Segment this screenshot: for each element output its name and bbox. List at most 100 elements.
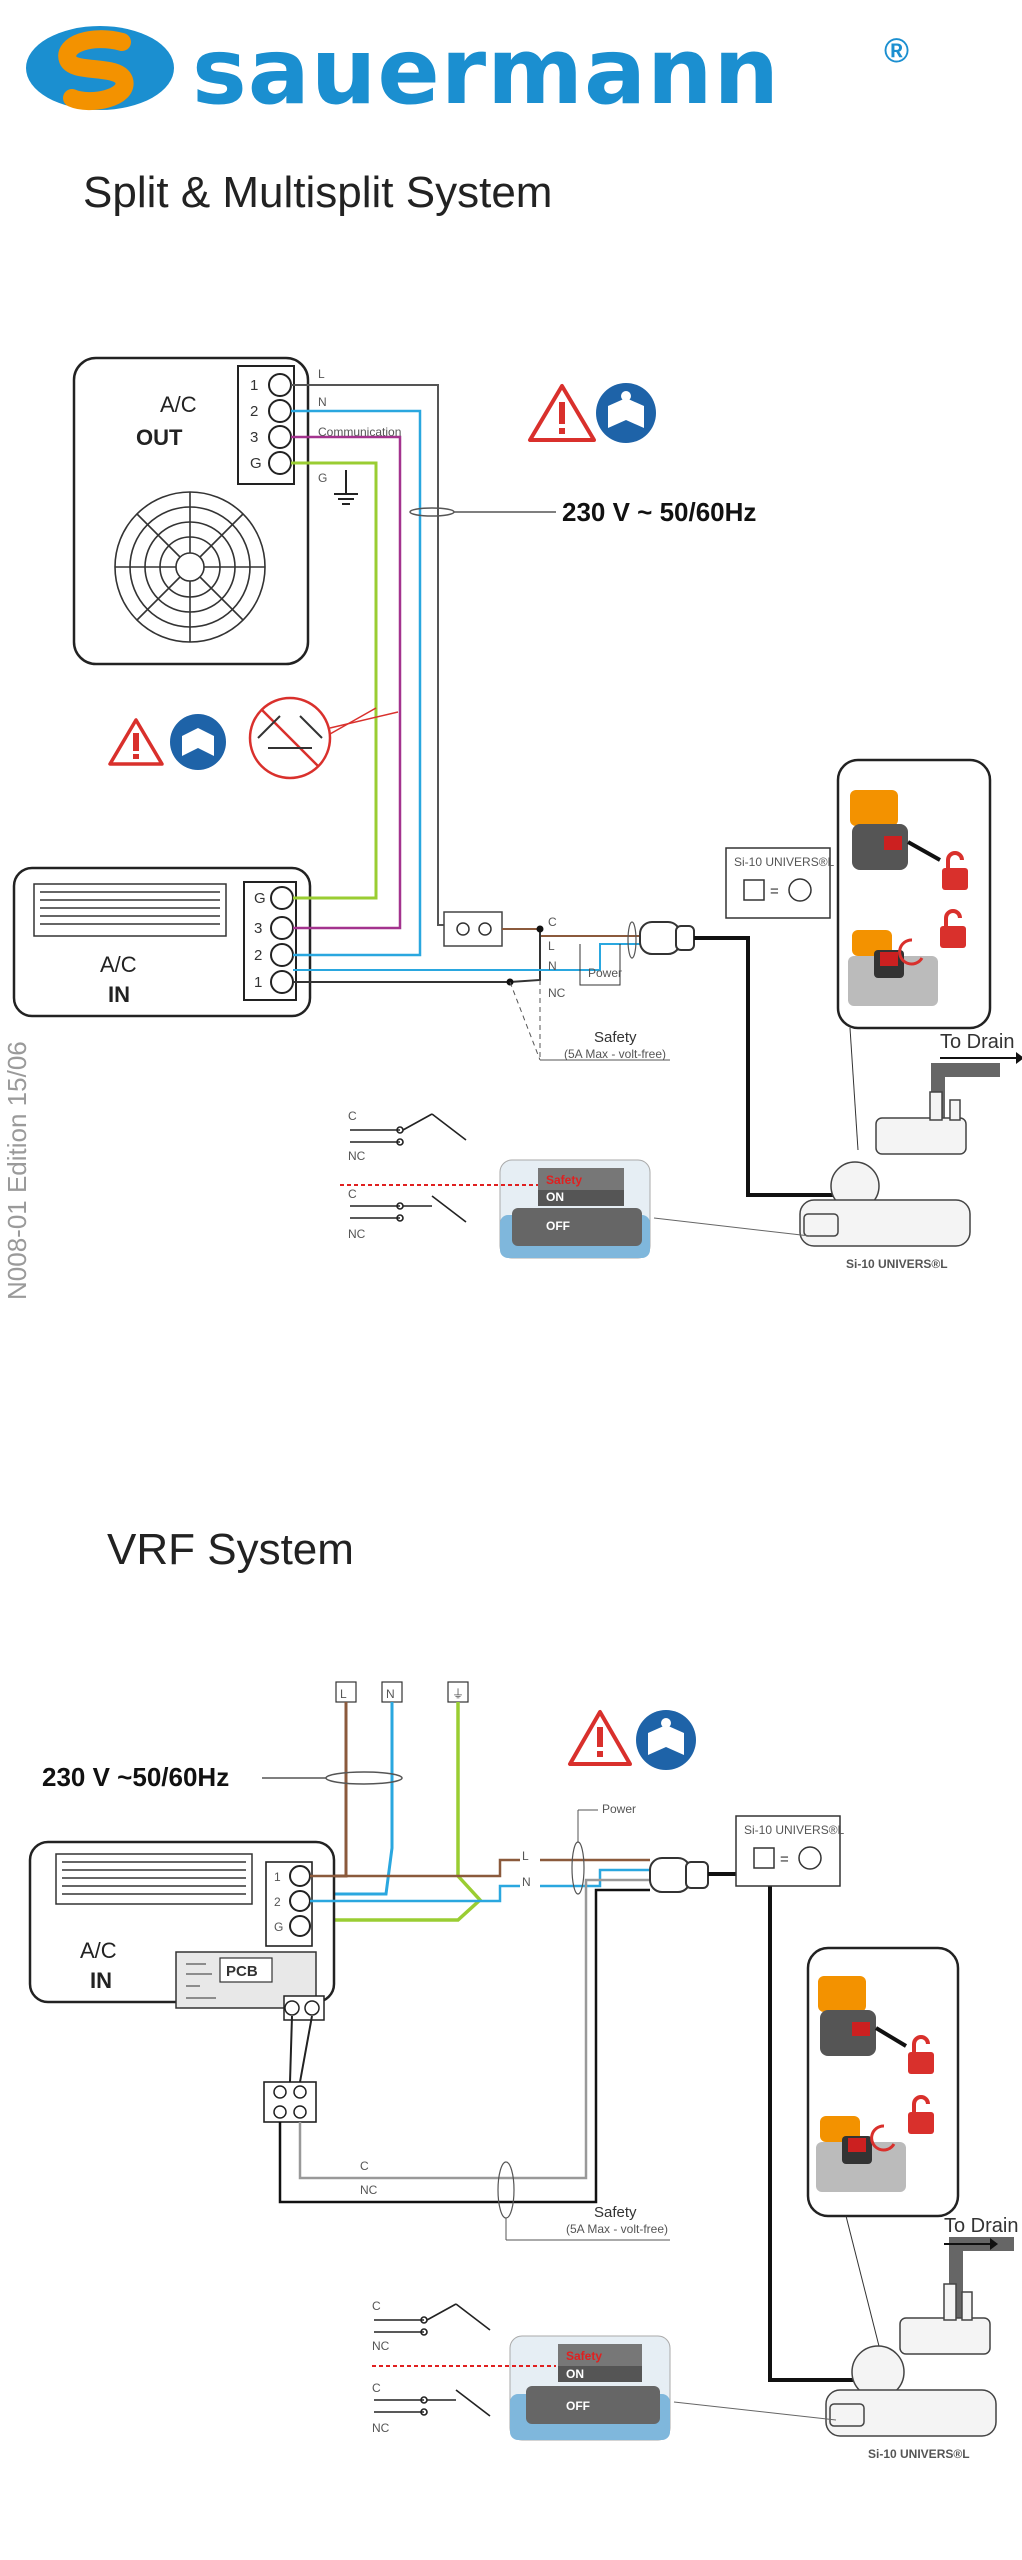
vrf-ac-in-label: A/C: [80, 1938, 117, 1963]
vrf-float-switch-reservoir: [509, 2335, 671, 2441]
warning-icon-2: [108, 718, 164, 766]
vrf-sw-c1: C: [372, 2299, 381, 2313]
vrf-terminal-g: G: [274, 1920, 283, 1934]
split-safety-label: Safety: [594, 1029, 637, 1046]
vrf-wire-l-label: L: [522, 1849, 529, 1863]
split-voltage: 230 V ~ 50/60Hz: [562, 497, 756, 527]
split-sw-c1: C: [348, 1109, 357, 1123]
split-sw-c2: C: [348, 1187, 357, 1201]
vrf-section-title: VRF System: [107, 1525, 354, 1574]
out-terminal-2: 2: [250, 403, 258, 420]
registered-mark: ®: [884, 32, 910, 70]
vrf-manual-icon: [636, 1710, 696, 1770]
vrf-switch-off: OFF: [566, 2399, 590, 2413]
pump-plug-photo-2: [848, 930, 938, 1006]
split-model-box-label: Si-10 UNIVERS®L: [734, 855, 835, 869]
relay-power-label: Power: [588, 966, 622, 980]
vrf-rotate-icon: [870, 2124, 896, 2152]
vrf-lock-icon-2: [908, 2095, 934, 2134]
vrf-wiring-diagram: L N ⏚ 230 V ~50/60Hz A/C IN 1 2 G: [28, 1681, 1018, 2461]
vrf-pump-plug-photo-2: [816, 2116, 906, 2192]
wire-l-out: [291, 384, 470, 926]
vrf-nc-label: NC: [360, 2183, 378, 2197]
vrf-switch-safety: Safety: [566, 2349, 602, 2363]
relay-c-label: C: [548, 915, 557, 929]
lock-icon-1: [942, 851, 968, 890]
vrf-model-box-label: Si-10 UNIVERS®L: [744, 1823, 845, 1837]
ac-in-label: A/C: [100, 952, 137, 977]
manual-icon: [596, 383, 656, 443]
relay-nc-label: NC: [548, 986, 566, 1000]
vrf-safety-note: (5A Max - volt-free): [566, 2222, 668, 2236]
out-terminal-1: 1: [250, 377, 258, 394]
manual-icon-2: [170, 714, 226, 770]
vrf-sw-nc1: NC: [372, 2339, 390, 2353]
relay-n-label: N: [548, 959, 557, 973]
vrf-pump-body: [825, 2283, 997, 2437]
vrf-wire-n-label: N: [522, 1875, 531, 1889]
brand-name: sauermann: [192, 18, 781, 125]
ac-in-sub: IN: [108, 982, 130, 1007]
wire-comm-out: [291, 435, 402, 906]
ac-out-sub: OUT: [136, 425, 183, 450]
vrf-safety-label: Safety: [594, 2204, 637, 2221]
split-wiring-diagram: A/C OUT 1 2 3 G L N Communication G 230 …: [12, 356, 1022, 1271]
ground-icon: [334, 470, 358, 505]
svg-text:=: =: [780, 1851, 789, 1868]
split-sw-nc2: NC: [348, 1227, 366, 1241]
split-switch-on: ON: [546, 1190, 564, 1204]
vrf-earth-icon: [798, 1846, 822, 1870]
warning-icon: [528, 384, 596, 442]
ac-out-label: A/C: [160, 392, 197, 417]
vrf-supply-l: L: [340, 1687, 347, 1701]
earth-icon: [788, 878, 812, 902]
vrf-ac-in-sub: IN: [90, 1968, 112, 1993]
vrf-supply-n: N: [386, 1687, 395, 1701]
switch-schematic-vrf: [374, 2303, 491, 2417]
fan-icon: [114, 491, 266, 643]
vrf-terminal-1: 1: [274, 1870, 281, 1884]
in-terminal-g: G: [254, 890, 266, 907]
relay-block: [263, 2081, 317, 2123]
wire-l-label: L: [318, 367, 325, 381]
split-section-title: Split & Multisplit System: [83, 168, 553, 217]
vrf-to-drain: To Drain: [944, 2215, 1018, 2237]
sauermann-logo-icon: [26, 26, 174, 111]
vrf-wire-n: [312, 1702, 394, 1896]
split-to-drain: To Drain: [940, 1031, 1014, 1053]
pcb-board: [175, 1951, 325, 2021]
wire-g-out: [291, 461, 378, 895]
cable-gland: [639, 921, 695, 955]
vrf-power-label: Power: [602, 1802, 636, 1816]
split-switch-safety: Safety: [546, 1173, 582, 1187]
relay-l-label: L: [548, 939, 555, 953]
lock-icon-2: [940, 909, 966, 948]
split-sw-nc1: NC: [348, 1149, 366, 1163]
wire-comm-label: Communication: [318, 425, 401, 439]
svg-text:=: =: [770, 883, 779, 900]
vrf-pump-label: Si-10 UNIVERS®L: [868, 2447, 970, 2461]
vrf-wire-g: [312, 1702, 483, 1922]
vrf-terminal-2: 2: [274, 1895, 281, 1909]
vrf-supply-earth: ⏚: [452, 1687, 464, 1701]
vrf-switch-on: ON: [566, 2367, 584, 2381]
vrf-c-label: C: [360, 2159, 369, 2173]
vrf-sw-c2: C: [372, 2381, 381, 2395]
vrf-wire-c: [298, 1878, 650, 2180]
in-terminal-1: 1: [254, 974, 262, 991]
vrf-sw-nc2: NC: [372, 2421, 390, 2435]
split-pump-label: Si-10 UNIVERS®L: [846, 1257, 948, 1271]
rotate-icon: [898, 938, 924, 966]
pump-body: [799, 1091, 971, 1247]
split-switch-off: OFF: [546, 1219, 570, 1233]
switch-schematic-split: [350, 1113, 467, 1223]
vrf-voltage: 230 V ~50/60Hz: [42, 1762, 229, 1792]
wire-n-out: [291, 409, 422, 948]
vrf-wire-nc: [278, 1888, 650, 2204]
wire-n-label: N: [318, 395, 327, 409]
vrf-pump-plug-photo-1: [818, 1976, 908, 2056]
vrf-lock-icon-1: [908, 2035, 934, 2074]
split-safety-note: (5A Max - volt-free): [564, 1047, 666, 1061]
sauermann-logo: sauermann ®: [22, 18, 909, 122]
in-terminal-3: 3: [254, 920, 262, 937]
